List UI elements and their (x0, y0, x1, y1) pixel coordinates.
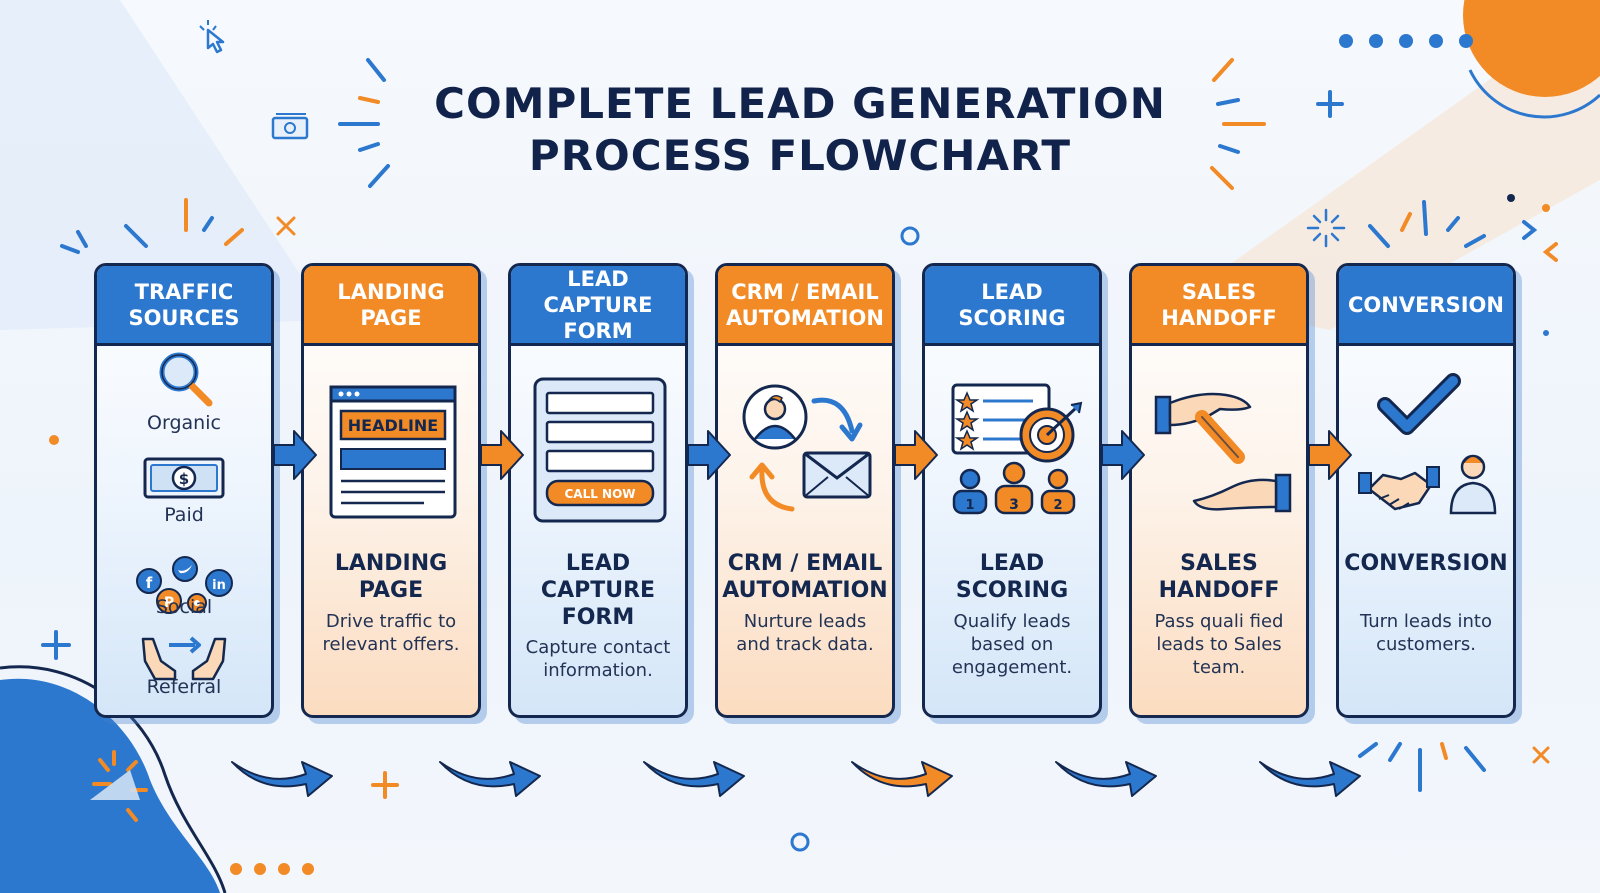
step-header: LEAD SCORING (925, 266, 1099, 346)
svg-text:f: f (146, 574, 153, 592)
social-media-icon: f in P (136, 556, 233, 614)
connector-arrow-icon (273, 430, 317, 480)
crm-email-cycle-icon (742, 384, 872, 512)
step-header: CRM / EMAIL AUTOMATION (718, 266, 892, 346)
swoosh-arrow-icon (439, 761, 541, 797)
source-paid-label: Paid (164, 504, 204, 526)
title-line-2: PROCESS FLOWCHART (528, 131, 1072, 180)
dollar-bill-icon: $ (143, 457, 225, 499)
banknote-icon (271, 113, 309, 140)
step-name: LEAD CAPTURE FORM (540, 551, 656, 630)
svg-text:$: $ (179, 470, 189, 488)
connector-arrow-icon (687, 430, 731, 480)
webpage-headline-text: HEADLINE (348, 416, 438, 435)
step-description: Qualify leads based on engagement. (951, 611, 1073, 678)
handoff-hands-icon (1154, 392, 1292, 513)
svg-text:3: 3 (1009, 497, 1019, 513)
form-icon: CALL NOW (533, 377, 667, 523)
swoosh-arrow-icon (1259, 761, 1361, 797)
step-header: LEAD CAPTURE FORM (511, 266, 685, 346)
checkmark-handshake-icon (1358, 373, 1497, 515)
step-header: TRAFFIC SOURCES (97, 266, 271, 346)
svg-text:in: in (212, 578, 226, 593)
swoosh-arrow-icon (1055, 761, 1157, 797)
step-description: Drive traffic to relevant offers. (322, 611, 460, 655)
step-description: Capture contact information. (525, 637, 671, 681)
step-lead-capture-form: LEAD CAPTURE FORM CALL NOW LEAD CAPTURE … (508, 263, 688, 718)
webpage-icon: HEADLINE (329, 385, 457, 519)
step-description: Turn leads into customers. (1360, 611, 1492, 655)
connector-arrow-icon (1101, 430, 1145, 480)
step-traffic-sources: TRAFFIC SOURCES $ f in P (94, 263, 274, 718)
step-header: SALES HANDOFF (1132, 266, 1306, 346)
svg-text:P: P (164, 595, 174, 611)
step-name: CRM / EMAIL AUTOMATION (722, 551, 888, 603)
step-header: LANDING PAGE (304, 266, 478, 346)
step-lead-scoring: LEAD SCORING 1 (922, 263, 1102, 718)
svg-text:2: 2 (1053, 498, 1062, 513)
referral-hands-icon (141, 636, 227, 681)
traffic-icons: $ f in P (136, 352, 233, 681)
call-now-button-text: CALL NOW (564, 487, 635, 501)
step-name: SALES HANDOFF (1158, 551, 1280, 603)
source-social-label: Social (155, 596, 213, 618)
swoosh-arrow-icon (851, 761, 953, 797)
source-organic-label: Organic (147, 412, 221, 434)
scoring-target-icon: 1 3 2 (951, 383, 1083, 515)
connector-arrow-icon (480, 430, 524, 480)
connector-arrow-icon (1308, 430, 1352, 480)
magnifier-icon (159, 352, 213, 407)
step-name: CONVERSION (1344, 551, 1508, 576)
connector-arrow-icon (894, 430, 938, 480)
svg-text:1: 1 (965, 498, 974, 513)
step-description: Pass quali fied leads to Sales team. (1154, 611, 1284, 678)
step-crm-email-automation: CRM / EMAIL AUTOMATION CRM / EMAIL AUTOM… (715, 263, 895, 718)
swoosh-arrow-icon (231, 761, 333, 797)
swoosh-arrow-icon (643, 761, 745, 797)
pointer-click-icon (199, 20, 225, 54)
source-referral-label: Referral (146, 676, 222, 698)
step-landing-page: LANDING PAGE HEADLINE LANDING PAGE Drive… (301, 263, 481, 718)
title-line-1: COMPLETE LEAD GENERATION (434, 79, 1166, 128)
step-sales-handoff: SALES HANDOFF SALES HANDOFF Pass quali f… (1129, 263, 1309, 718)
step-description: Nurture leads and track data. (736, 611, 874, 655)
step-name: LANDING PAGE (334, 551, 448, 603)
page-title: COMPLETE LEAD GENERATION PROCESS FLOWCHA… (0, 78, 1600, 182)
step-conversion: CONVERSION CONVERSION Turn leads into cu… (1336, 263, 1516, 718)
step-name: LEAD SCORING (955, 551, 1069, 603)
step-header: CONVERSION (1339, 266, 1513, 346)
